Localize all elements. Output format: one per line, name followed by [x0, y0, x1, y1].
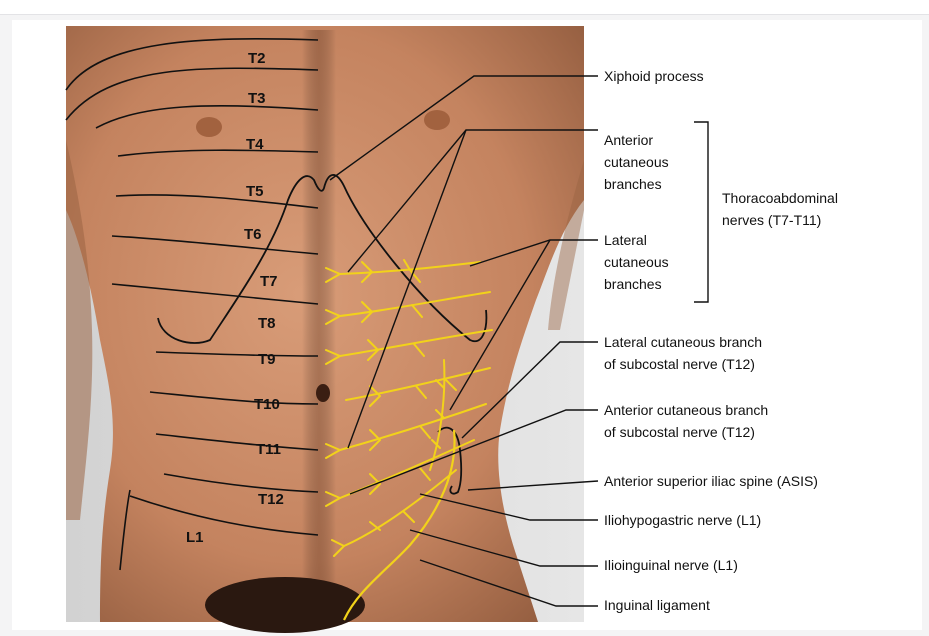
umbilicus	[316, 384, 330, 402]
label-lateral-branches-3: branches	[604, 276, 662, 292]
label-anterior-subcostal-1: Anterior cutaneous branch	[604, 402, 768, 418]
dermatome-t7: T7	[260, 273, 278, 290]
label-anterior-subcostal-2: of subcostal nerve (T12)	[604, 424, 755, 440]
label-inguinal-ligament: Inguinal ligament	[604, 597, 710, 613]
label-lateral-branches-2: cutaneous	[604, 254, 669, 270]
dermatome-t3: T3	[248, 90, 266, 107]
dermatome-l1: L1	[186, 529, 204, 546]
pubic-region	[205, 577, 365, 633]
dermatome-t6: T6	[244, 226, 262, 243]
right-nipple	[424, 110, 450, 130]
midline-shading	[302, 30, 336, 620]
label-thoracoabdominal-2: nerves (T7-T11)	[722, 212, 821, 228]
dermatome-t10: T10	[254, 396, 280, 413]
label-thoracoabdominal-1: Thoracoabdominal	[722, 190, 838, 206]
label-ilioinguinal: Ilioinguinal nerve (L1)	[604, 557, 738, 573]
label-anterior-branches-3: branches	[604, 176, 662, 192]
left-nipple	[196, 117, 222, 137]
label-anterior-branches-1: Anterior	[604, 132, 653, 148]
dermatome-t12: T12	[258, 491, 284, 508]
label-xiphoid-process: Xiphoid process	[604, 68, 704, 84]
label-lateral-subcostal-2: of subcostal nerve (T12)	[604, 356, 755, 372]
label-lateral-subcostal-1: Lateral cutaneous branch	[604, 334, 762, 350]
dermatome-t4: T4	[246, 136, 264, 153]
label-lateral-branches-1: Lateral	[604, 232, 647, 248]
dermatome-t2: T2	[248, 50, 266, 67]
dermatome-t9: T9	[258, 351, 276, 368]
label-iliohypogastric: Iliohypogastric nerve (L1)	[604, 512, 761, 528]
dermatome-t8: T8	[258, 315, 276, 332]
label-anterior-branches-2: cutaneous	[604, 154, 669, 170]
dermatome-t5: T5	[246, 183, 264, 200]
dermatome-t11: T11	[256, 441, 281, 458]
annotation-labels: Xiphoid process Anterior cutaneous branc…	[604, 68, 838, 613]
label-asis: Anterior superior iliac spine (ASIS)	[604, 473, 818, 489]
